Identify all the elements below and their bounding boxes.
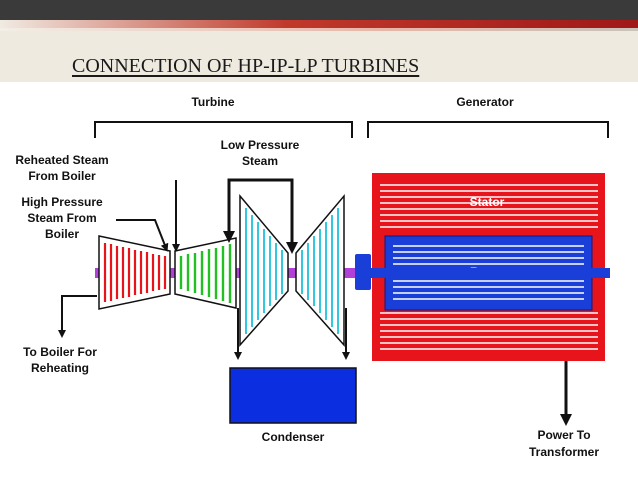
- hp-turbine: [98, 235, 171, 310]
- high-pressure-label-line1: High Pressure: [21, 195, 103, 209]
- stator-label: Stator: [470, 195, 505, 209]
- low-pressure-label-line1: Low Pressure: [221, 138, 300, 152]
- header-dark-bar: [0, 0, 638, 20]
- header-light-stripe: [0, 28, 638, 31]
- slide-title: CONNECTION OF HP-IP-LP TURBINES: [72, 55, 420, 77]
- header-red-stripe: [0, 20, 638, 28]
- power-label-line1: Power To: [537, 428, 590, 442]
- hp-steam-arrow: [116, 219, 169, 252]
- generator-bracket: [367, 121, 609, 138]
- generator-shaft: [370, 268, 610, 278]
- low-pressure-label-line2: Steam: [242, 154, 278, 168]
- to-boiler-label-line2: Reheating: [31, 361, 89, 375]
- condenser: [229, 367, 357, 424]
- to-boiler-arrow: [58, 295, 97, 338]
- ip-turbine: [174, 237, 237, 309]
- turbine-diagram: Turbine Generator Stator: [15, 95, 610, 459]
- condenser-label: Condenser: [262, 430, 325, 444]
- turbine-bracket: [94, 121, 353, 138]
- ip-to-lp-crossover-arrow: [223, 178, 298, 254]
- coupling: [355, 254, 371, 290]
- reheated-steam-label-line1: Reheated Steam: [15, 153, 108, 167]
- high-pressure-label-line2: Steam From: [27, 211, 96, 225]
- reheated-steam-label-line2: From Boiler: [28, 169, 96, 183]
- high-pressure-label-line3: Boiler: [45, 227, 79, 241]
- turbine-label: Turbine: [191, 95, 234, 109]
- power-label-line2: Transformer: [529, 445, 599, 459]
- generator-label: Generator: [456, 95, 514, 109]
- to-boiler-label-line1: To Boiler For: [23, 345, 97, 359]
